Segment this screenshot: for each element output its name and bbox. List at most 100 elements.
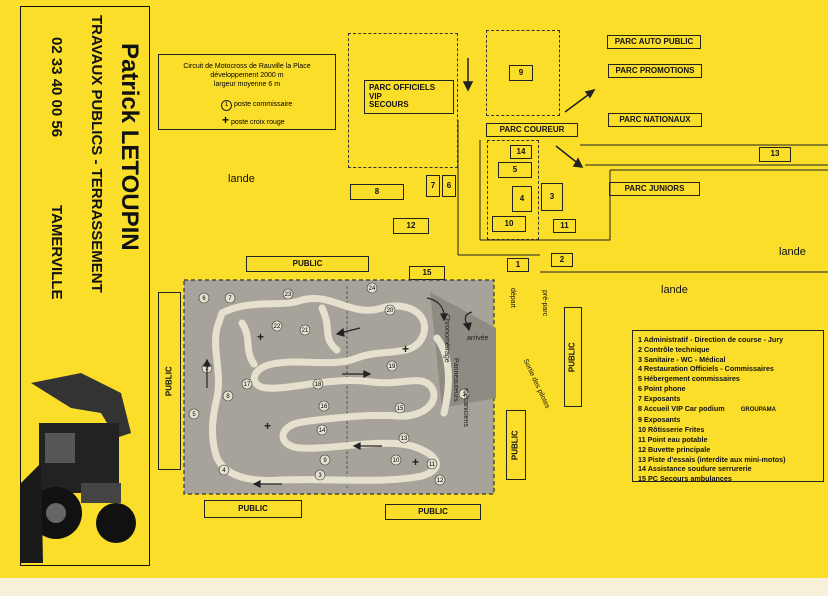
parc-officiels-line2: VIP [369,91,382,101]
commissaire-post: 20 [384,304,396,316]
legend-item-text: 8 Accueil VIP Car podium [638,403,725,413]
parc-officiels-line1: PARC OFFICIELS [369,83,436,93]
pre-parc-label: pré-parc [541,290,548,317]
road-arrow-icon [462,58,596,168]
groupama-label: GROUPAMA [740,406,776,413]
motocross-track: + + + + 6 7 23 24 20 22 21 19 17 8 18 16… [183,279,496,495]
svg-text:5: 5 [192,412,196,418]
legend-item: 7 Exposants [638,393,681,403]
svg-text:23: 23 [285,292,292,298]
zone-7: 7 [426,175,440,197]
svg-text:1: 1 [462,392,466,398]
commissaire-post: 23 [282,288,294,300]
commissaire-post: 1 [458,388,470,400]
direction-arrow-icons [203,297,473,488]
legend-item: 9 Exposants [638,415,681,425]
svg-text:20: 20 [387,308,394,314]
lande-label-middle: lande [661,284,688,296]
legend-item: 8 Accueil VIP Car podium GROUPAMA [638,404,818,416]
public-right: PUBLIC [564,307,582,407]
parc-auto-public: PARC AUTO PUBLIC [607,35,701,49]
svg-text:8: 8 [226,394,230,400]
commissaire-post: 14 [316,424,328,436]
svg-text:3: 3 [318,473,322,479]
svg-text:19: 19 [389,364,396,370]
commissaire-post: 6 [198,292,210,304]
zone-5: 5 [498,162,532,178]
commissaire-post: 10 [390,454,402,466]
commissaire-post: 12 [434,474,446,486]
croix-rouge-icon: + [222,113,230,127]
mecaniciens-label: mécaniciens [462,388,469,427]
public-right-lower: PUBLIC [506,410,526,480]
svg-text:16: 16 [321,404,328,410]
commissaire-post: 15 [394,402,406,414]
zone-10: 10 [492,216,526,232]
circuit-info-box: Circuit de Motocross de Rauville la Plac… [158,54,336,130]
legend-item: 6 Point phone [638,383,686,393]
zone-14: 14 [510,145,532,159]
panneauteurs-label: Panneauteurs [452,358,459,402]
commissaire-post: 16 [318,400,330,412]
zone-6: 6 [442,175,456,197]
commissaire-post: 4 [218,464,230,476]
commissaire-post: 13 [398,432,410,444]
circuit-length: développement 2000 m [210,72,284,79]
svg-text:18: 18 [315,382,322,388]
dashed-zone-9 [486,30,560,116]
legend-item: 4 Restauration Officiels - Commissaires [638,364,774,374]
parc-coureur: PARC COUREUR [486,123,578,137]
chronometrage-label: Chronométrage [443,314,450,363]
legend-item: 5 Hébergement commissaires [638,374,740,384]
commissaire-label: poste commissaire [233,101,293,108]
zone-2: 2 [551,253,573,267]
legend-item: 14 Assistance soudure serrurerie [638,464,752,474]
svg-text:4: 4 [222,468,226,474]
legend-item: 10 Rôtisserie Frites [638,425,705,435]
svg-text:17: 17 [244,382,251,388]
zone-1: 1 [507,258,529,272]
croix-rouge-icon: + [402,342,409,356]
commissaire-post: 17 [241,378,253,390]
commissaire-post: 11 [426,458,438,470]
croix-rouge-icon: + [264,419,271,433]
lande-label-right: lande [779,246,806,258]
zone-3: 3 [541,183,563,211]
commissaire-symbol-icon: 1 [221,100,232,111]
svg-text:6: 6 [202,296,206,302]
svg-text:9: 9 [323,458,327,464]
commissaire-post: 8 [222,390,234,402]
croix-rouge-icon: + [257,330,264,344]
commissaire-post: 5 [188,408,200,420]
page-bottom-edge [0,578,828,596]
legend-box: 1 Administratif - Direction de course - … [632,330,824,483]
commissaire-post: 22 [271,320,283,332]
zone-4: 4 [512,186,532,212]
legend-item: 2 Contrôle technique [638,344,710,354]
public-bottom-right: PUBLIC [385,504,481,520]
commissaire-post: 18 [312,378,324,390]
parc-officiels-line3: SECOURS [369,100,409,110]
zone-15: 15 [409,266,445,280]
commissaire-post: 7 [224,292,236,304]
commissaire-post: 9 [319,454,331,466]
zone-13: 13 [759,147,791,162]
legend-item: 1 Administratif - Direction de course - … [638,335,784,344]
public-left: PUBLIC [158,292,181,470]
parc-juniors: PARC JUNIORS [609,182,700,196]
svg-text:22: 22 [274,324,281,330]
svg-text:13: 13 [401,436,408,442]
svg-text:24: 24 [369,286,376,292]
circuit-width: largeur moyenne 6 m [213,81,281,88]
legend-item: 12 Buvette principale [638,444,711,454]
public-top: PUBLIC [246,256,369,272]
legend-item: 3 Sanitaire - WC - Médical [638,354,726,364]
commissaire-post: 24 [366,282,378,294]
croix-rouge-icon: + [412,455,419,469]
advertisement: Patrick LETOUPIN TRAVAUX PUBLICS - TERRA… [20,6,150,566]
excavator-photo [21,363,149,563]
legend-item: 11 Point eau potable [638,434,708,444]
zone-12: 12 [393,218,429,234]
commissaire-post: 19 [386,360,398,372]
